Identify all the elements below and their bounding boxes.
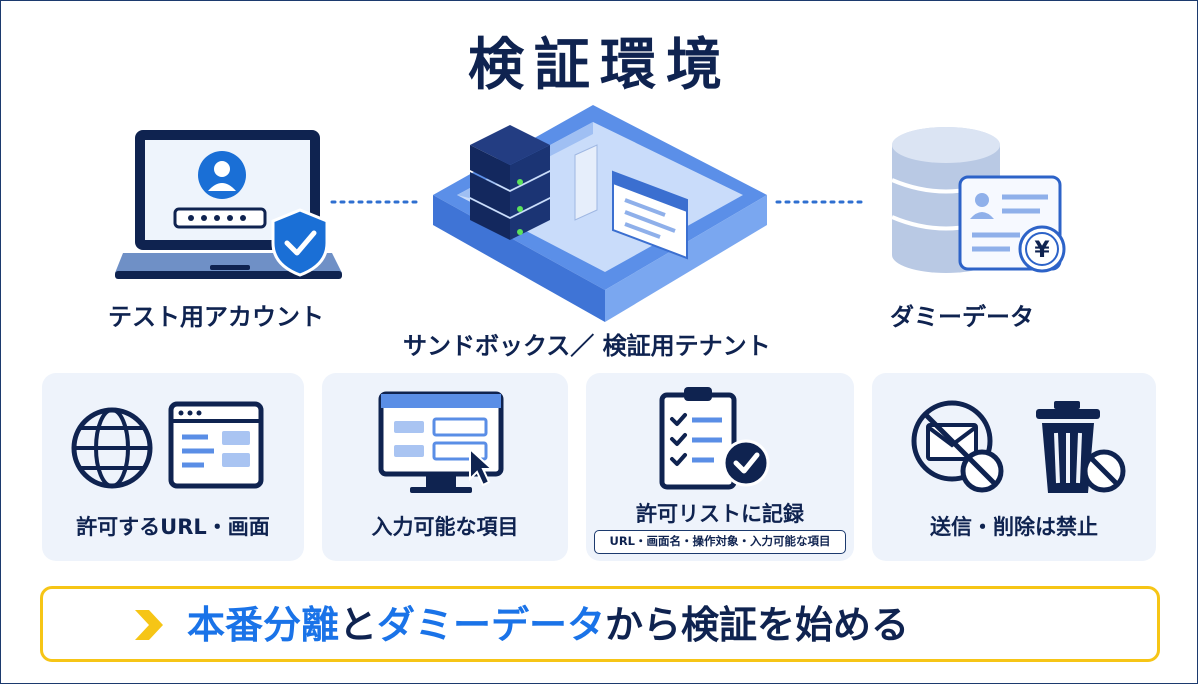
page-title: 検証環境 bbox=[468, 33, 732, 98]
card-allowlist-record: 許可リストに記録 URL・画面名・操作対象・入力可能な項目 bbox=[586, 373, 854, 561]
browser-window-icon bbox=[612, 170, 688, 260]
card-label: 許可するURL・画面 bbox=[76, 515, 270, 539]
connector-left bbox=[330, 200, 424, 204]
laptop-icon bbox=[115, 130, 342, 279]
banner-highlight-2: ダミーデータ bbox=[377, 603, 606, 647]
yen-coin-icon: ¥ bbox=[1018, 225, 1066, 273]
banner-highlight-1: 本番分離 bbox=[187, 603, 340, 647]
shield-check-icon bbox=[271, 208, 329, 277]
server-icon bbox=[470, 125, 550, 240]
card-label: 許可リストに記録 bbox=[636, 502, 804, 526]
card-no-send-delete: 送信・削除は禁止 bbox=[872, 373, 1156, 561]
sandbox-illustration bbox=[433, 105, 767, 322]
banner-tail: から検証を始める bbox=[605, 603, 910, 647]
svg-text:¥: ¥ bbox=[1034, 238, 1050, 263]
chevron-right-icon bbox=[135, 610, 163, 640]
connector-right bbox=[775, 200, 869, 204]
database-icon: ¥ bbox=[891, 127, 1066, 273]
prohibited-icon bbox=[960, 449, 1004, 493]
clipboard-checklist-icon bbox=[659, 387, 770, 490]
cursor-icon bbox=[469, 446, 495, 487]
banner-message: 本番分離とダミーデータから検証を始める bbox=[187, 595, 909, 655]
sandbox-label: サンドボックス／ 検証用テナント bbox=[403, 332, 771, 360]
user-icon bbox=[198, 151, 246, 199]
card-allowed-urls: 許可するURL・画面 bbox=[42, 373, 304, 561]
password-field-icon bbox=[173, 207, 267, 229]
banner-connector: と bbox=[339, 603, 378, 647]
globe-icon bbox=[71, 407, 153, 489]
browser-window-icon bbox=[168, 401, 264, 489]
card-input-fields: 入力可能な項目 bbox=[322, 373, 568, 561]
card-label: 送信・削除は禁止 bbox=[930, 515, 1098, 539]
trash-icon bbox=[1036, 401, 1126, 493]
check-circle-icon bbox=[722, 439, 770, 487]
allowlist-detail-pill: URL・画面名・操作対象・入力可能な項目 bbox=[594, 530, 846, 554]
prohibited-icon bbox=[1082, 449, 1126, 493]
test-account-label: テスト用アカウント bbox=[108, 303, 324, 331]
summary-banner: 本番分離とダミーデータから検証を始める bbox=[40, 586, 1160, 662]
dummy-data-label: ダミーデータ bbox=[890, 303, 1034, 331]
monitor-icon bbox=[378, 391, 504, 493]
no-mail-icon bbox=[911, 400, 1004, 493]
card-label: 入力可能な項目 bbox=[371, 515, 519, 539]
